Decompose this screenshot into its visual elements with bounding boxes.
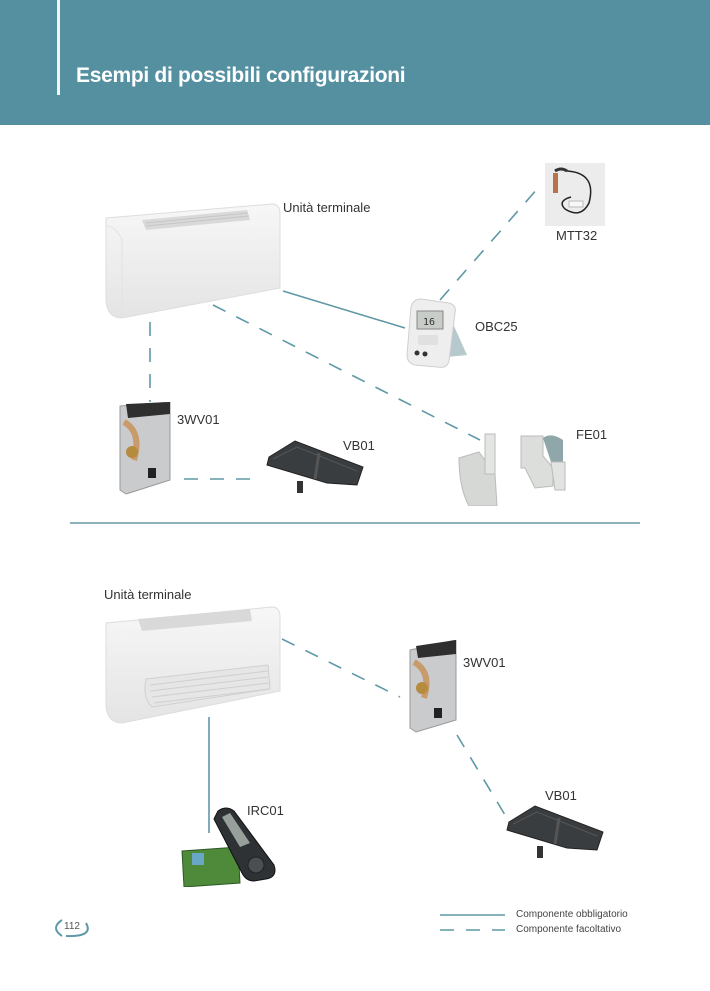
terminal-unit-label-2: Unità terminale [104,587,192,602]
obc25-image: 16 [406,298,467,368]
mtt32-image [545,163,605,226]
section-divider [70,522,640,524]
svg-text:16: 16 [423,317,435,328]
page-number-ornament-icon [55,919,89,938]
header-rule [57,0,60,95]
3wv01-label-2: 3WV01 [463,655,506,670]
vb01-label: VB01 [343,438,375,453]
terminal-unit-image [105,203,281,319]
line-3wv01-vb01-2 [456,734,506,816]
obc25-label: OBC25 [475,319,518,334]
line-unit-obc25 [282,290,406,329]
page-header: Esempi di possibili configurazioni [0,0,710,125]
page-number: 112 [64,921,80,932]
terminal-unit-image-2 [105,606,281,724]
page-number-badge: 112 [52,917,92,939]
vb01-image [266,440,364,493]
vb01-image-2 [506,805,604,858]
mtt32-label: MTT32 [556,228,598,243]
terminal-unit-label: Unità terminale [283,200,371,215]
page-title: Esempi di possibili configurazioni [76,64,406,87]
line-unit2-3wv01 [281,638,401,698]
3wv01-image-2 [409,640,457,733]
irc01-label: IRC01 [247,803,284,818]
fe01-label: FE01 [576,427,608,442]
legend-optional: Componente facoltativo [516,924,622,935]
3wv01-label: 3WV01 [177,412,220,427]
line-obc25-mtt32 [439,187,539,301]
3wv01-image [119,402,171,495]
irc01-image [181,807,276,887]
fe01-image [458,433,566,506]
legend-mandatory: Componente obbligatorio [516,909,628,920]
vb01-label-2: VB01 [545,788,577,803]
